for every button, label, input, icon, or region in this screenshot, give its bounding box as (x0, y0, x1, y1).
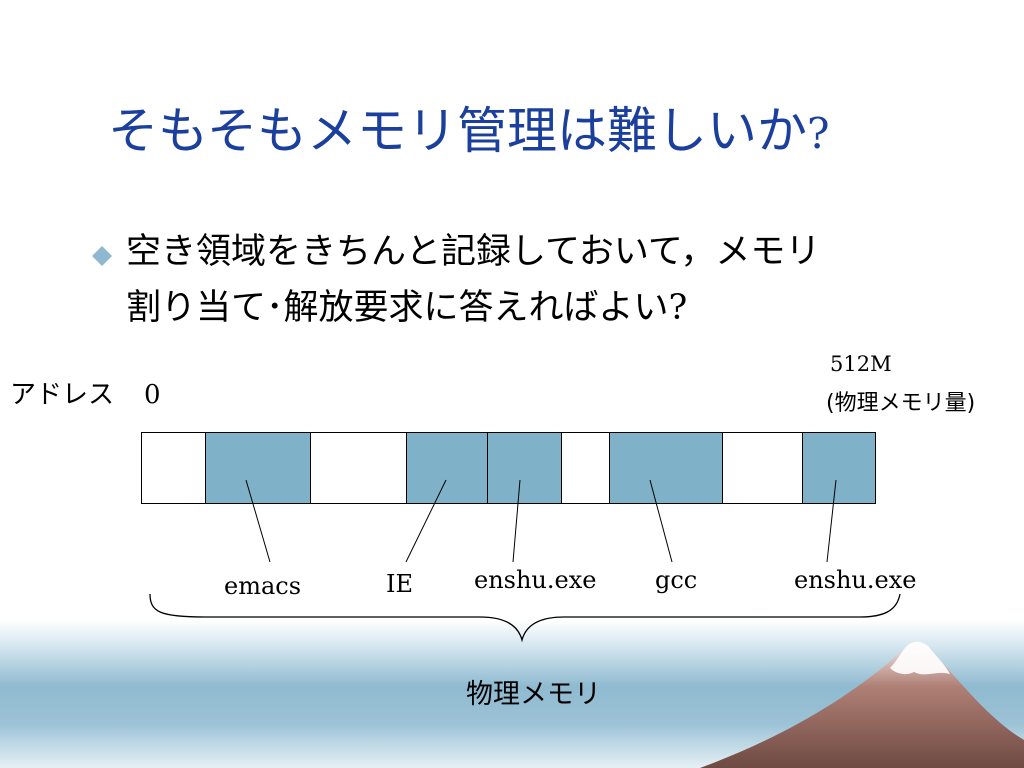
memory-block-free (561, 432, 610, 504)
pointer-line (245, 479, 271, 563)
bullet-line-2: 割り当て･解放要求に答えればよい? (126, 288, 688, 328)
pointer-line (649, 479, 673, 563)
address-start: 0 (144, 380, 161, 410)
bullet-text: 空き領域をきちんと記録しておいて，メモリ 割り当て･解放要求に答えればよい? (126, 224, 1006, 336)
pointer-line (512, 479, 521, 563)
address-label: アドレス (10, 380, 115, 410)
memory-brace (149, 593, 901, 643)
process-label: enshu.exe (794, 566, 917, 594)
slide-title: そもそもメモリ管理は難しいか? (108, 102, 830, 160)
memory-block-free (141, 432, 206, 504)
physical-memory-label: 物理メモリ (466, 679, 601, 710)
memory-block-used (802, 432, 876, 504)
process-label: IE (386, 570, 413, 598)
process-label: emacs (224, 572, 302, 600)
memory-block-free (310, 432, 407, 504)
memory-block-used (609, 432, 723, 504)
memory-block-used (487, 432, 562, 504)
pointer-line (826, 479, 837, 563)
address-end-note: (物理メモリ量) (826, 391, 976, 416)
memory-block-used (205, 432, 311, 504)
mountain-decoration (700, 641, 1024, 768)
bullet-diamond-icon (92, 246, 112, 266)
process-label: gcc (655, 566, 698, 594)
process-label: enshu.exe (474, 566, 597, 594)
bullet-line-1: 空き領域をきちんと記録しておいて，メモリ (126, 232, 821, 272)
pointer-line (405, 479, 447, 563)
address-end: 512M (830, 352, 892, 376)
